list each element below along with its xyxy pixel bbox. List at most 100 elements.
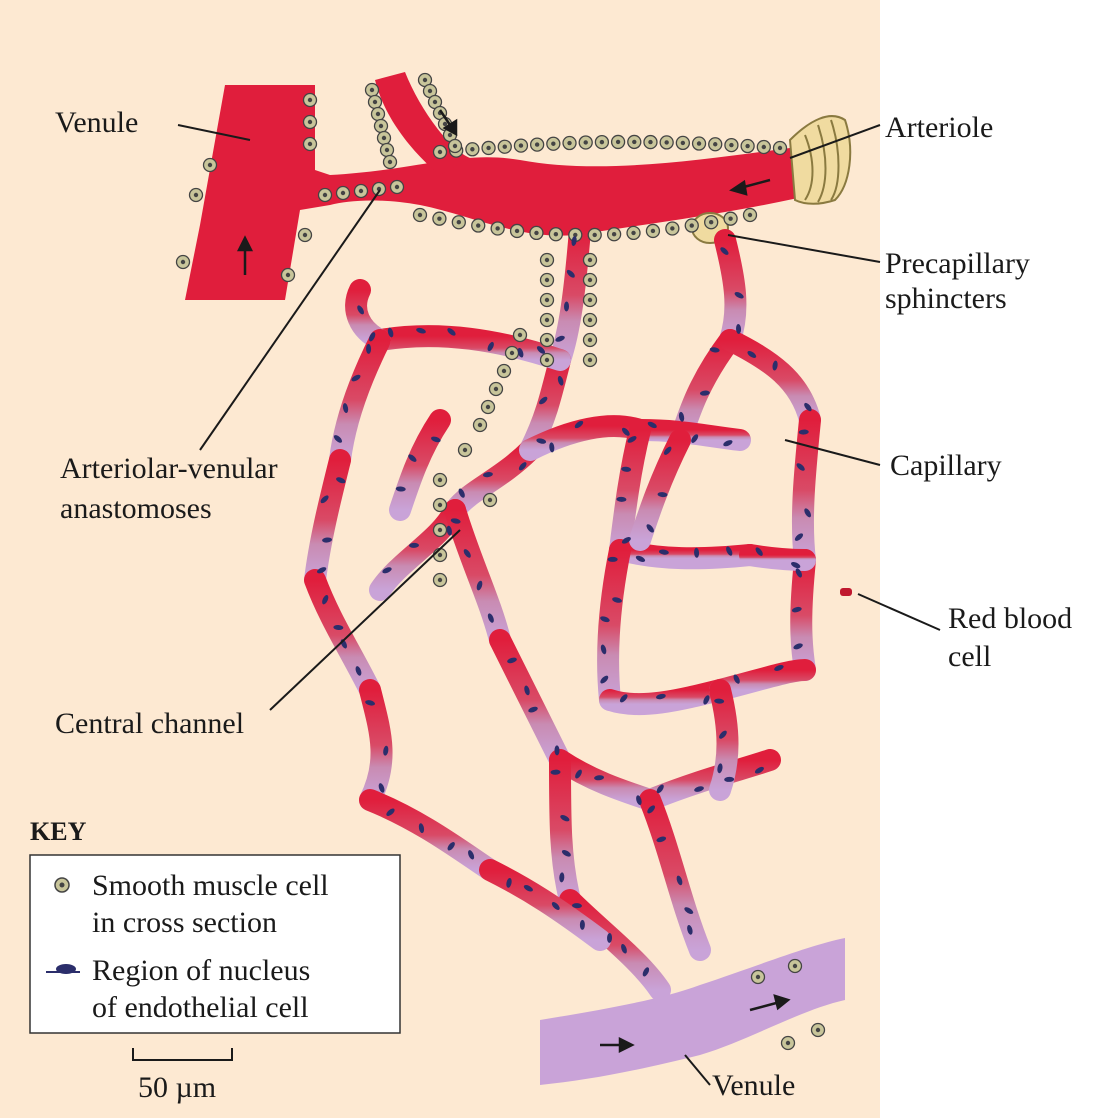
smooth-muscle-cell xyxy=(724,212,737,225)
smooth-muscle-cell xyxy=(378,132,391,145)
smooth-muscle-cell xyxy=(584,294,597,307)
smooth-muscle-cell xyxy=(541,314,554,327)
smooth-muscle-cell xyxy=(355,185,368,198)
smooth-muscle-cell xyxy=(304,116,317,129)
smooth-muscle-cell xyxy=(584,254,597,267)
smooth-muscle-cell xyxy=(459,444,472,457)
smooth-muscle-cell xyxy=(584,354,597,367)
label-precapillary-line1: Precapillary xyxy=(885,247,1030,280)
smooth-muscle-cell xyxy=(434,146,447,159)
label-venule-bottom: Venule xyxy=(712,1069,795,1102)
smooth-muscle-cell xyxy=(498,365,511,378)
label-venule-top: Venule xyxy=(55,106,138,139)
smooth-muscle-cell xyxy=(482,401,495,414)
smooth-muscle-cell xyxy=(375,120,388,133)
capillary-segment xyxy=(720,690,728,790)
smooth-muscle-cell xyxy=(530,226,543,239)
smooth-muscle-cell xyxy=(595,136,608,149)
smooth-muscle-cell xyxy=(434,549,447,562)
scale-bar-label: 50 µm xyxy=(138,1071,216,1104)
smooth-muscle-cell xyxy=(337,187,350,200)
smooth-muscle-cell xyxy=(588,228,601,241)
key-smooth-muscle-icon xyxy=(55,878,69,892)
label-capillary: Capillary xyxy=(890,449,1002,482)
smooth-muscle-cell xyxy=(498,140,511,153)
smooth-muscle-cell xyxy=(541,294,554,307)
label-rbc-line2: cell xyxy=(948,640,991,673)
smooth-muscle-cell xyxy=(531,138,544,151)
smooth-muscle-cell xyxy=(384,156,397,169)
smooth-muscle-cell xyxy=(741,140,754,153)
capillary-segment xyxy=(803,420,810,560)
smooth-muscle-cell xyxy=(514,329,527,342)
key-smooth-muscle-line1: Smooth muscle cell xyxy=(92,869,329,902)
smooth-muscle-cell xyxy=(452,216,465,229)
smooth-muscle-cell xyxy=(627,226,640,239)
capillary-segment xyxy=(801,560,805,670)
smooth-muscle-cell xyxy=(584,314,597,327)
key-smooth-muscle-line2: in cross section xyxy=(92,906,277,939)
smooth-muscle-cell xyxy=(433,212,446,225)
smooth-muscle-cell xyxy=(177,256,190,269)
smooth-muscle-cell xyxy=(693,137,706,150)
smooth-muscle-cell xyxy=(705,216,718,229)
smooth-muscle-cell xyxy=(484,494,497,507)
key-nucleus-line2: of endothelial cell xyxy=(92,991,309,1024)
smooth-muscle-cell xyxy=(482,141,495,154)
endothelial-nucleus xyxy=(608,557,618,562)
smooth-muscle-cell xyxy=(744,209,757,222)
smooth-muscle-cell xyxy=(685,219,698,232)
smooth-muscle-cell xyxy=(752,971,765,984)
smooth-muscle-cell xyxy=(282,269,295,282)
smooth-muscle-cell xyxy=(434,524,447,537)
smooth-muscle-cell xyxy=(660,136,673,149)
smooth-muscle-cell xyxy=(549,228,562,241)
smooth-muscle-cell xyxy=(391,181,404,194)
label-precapillary-line2: sphincters xyxy=(885,282,1007,315)
key-title: KEY xyxy=(30,817,87,846)
smooth-muscle-cell xyxy=(372,108,385,121)
smooth-muscle-cell xyxy=(709,138,722,151)
smooth-muscle-cell xyxy=(541,254,554,267)
smooth-muscle-cell xyxy=(757,140,770,153)
smooth-muscle-cell xyxy=(506,347,519,360)
smooth-muscle-cell xyxy=(608,228,621,241)
smooth-muscle-cell xyxy=(466,143,479,156)
smooth-muscle-cell xyxy=(474,419,487,432)
label-central-channel: Central channel xyxy=(55,707,244,740)
smooth-muscle-cell xyxy=(373,183,386,196)
smooth-muscle-cell xyxy=(204,159,217,172)
smooth-muscle-cell xyxy=(319,189,332,202)
label-rbc-line1: Red blood xyxy=(948,602,1072,635)
label-av-line2: anastomoses xyxy=(60,492,212,525)
key-nucleus-line1: Region of nucleus xyxy=(92,954,310,987)
smooth-muscle-cell xyxy=(304,138,317,151)
smooth-muscle-cell xyxy=(584,274,597,287)
smooth-muscle-cell xyxy=(812,1024,825,1037)
smooth-muscle-cell xyxy=(490,383,503,396)
smooth-muscle-cell xyxy=(782,1037,795,1050)
smooth-muscle-cell xyxy=(369,96,382,109)
smooth-muscle-cell xyxy=(434,499,447,512)
smooth-muscle-cell xyxy=(584,334,597,347)
label-av-line1: Arteriolar-venular xyxy=(60,452,278,485)
smooth-muscle-cell xyxy=(414,209,427,222)
capillary-segment xyxy=(750,555,805,560)
smooth-muscle-cell xyxy=(366,84,379,97)
smooth-muscle-cell xyxy=(676,136,689,149)
smooth-muscle-cell xyxy=(725,139,738,152)
capillary-segment xyxy=(608,550,620,700)
smooth-muscle-cell xyxy=(449,140,462,153)
smooth-muscle-cell xyxy=(541,274,554,287)
smooth-muscle-cell xyxy=(434,574,447,587)
smooth-muscle-cell xyxy=(514,139,527,152)
smooth-muscle-cell xyxy=(299,229,312,242)
smooth-muscle-cell xyxy=(579,136,592,149)
smooth-muscle-cell xyxy=(511,224,524,237)
smooth-muscle-cell xyxy=(644,136,657,149)
smooth-muscle-cell xyxy=(381,144,394,157)
smooth-muscle-cell xyxy=(628,135,641,148)
smooth-muscle-cell xyxy=(472,219,485,232)
smooth-muscle-cell xyxy=(547,137,560,150)
